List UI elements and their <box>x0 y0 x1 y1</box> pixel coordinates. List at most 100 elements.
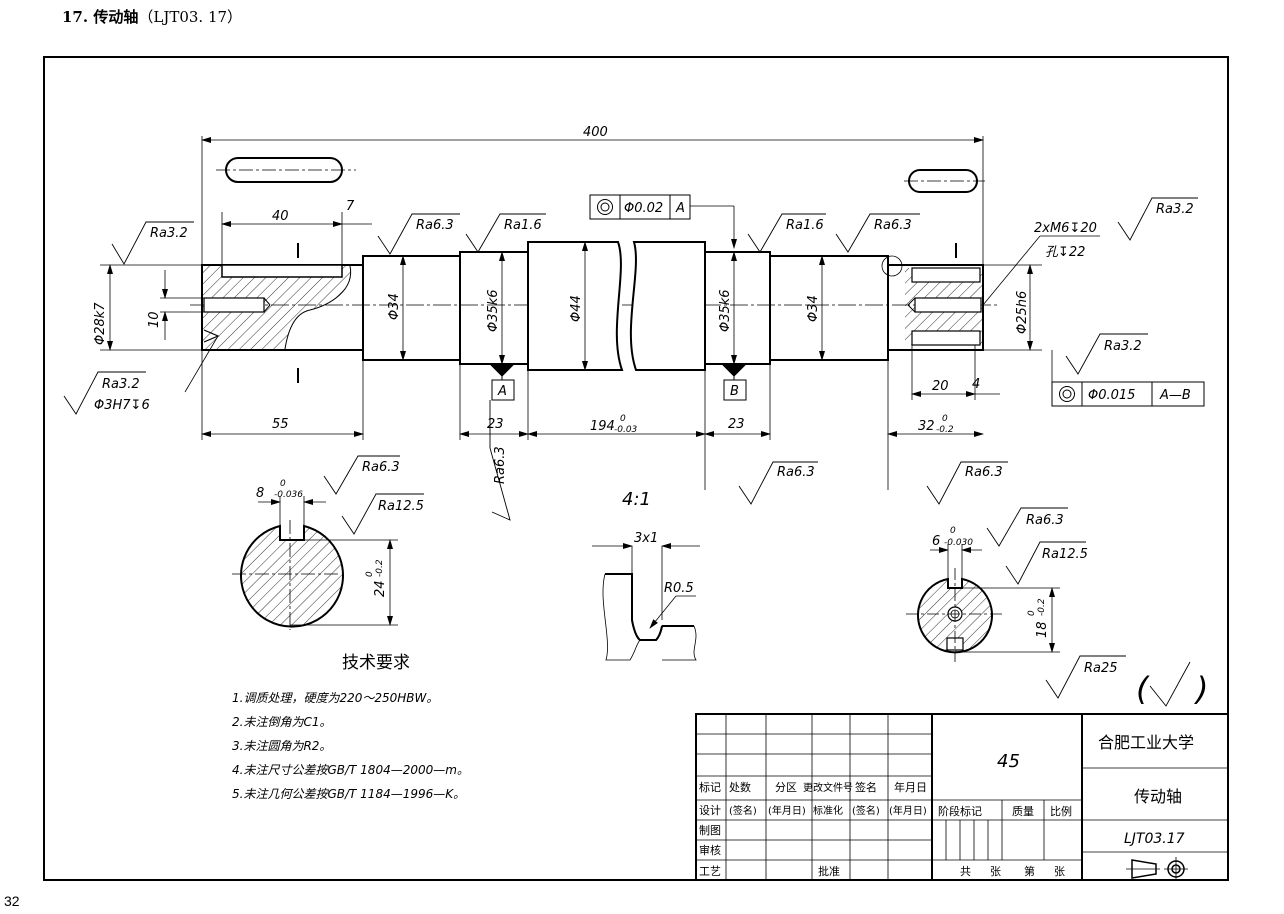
tb-r1-c4: 更改文件号 <box>803 781 853 794</box>
tb-ratio: 比例 <box>1050 804 1072 818</box>
section-hatch-left <box>203 266 351 349</box>
tb-r1-c2: 处数 <box>729 781 751 794</box>
tb-r2-c3: (年月日) <box>768 804 806 817</box>
rough-15: Ra12.5 <box>1042 547 1088 562</box>
tech-item-5: 5.未注几何公差按GB/T 1184—1996—K。 <box>232 787 465 801</box>
detail-groove: 3x1 <box>634 531 658 546</box>
rough-1: Ra3.2 <box>150 226 188 241</box>
tb-r1-c5: 签名 <box>855 780 877 794</box>
tb-r2-c6: (年月日) <box>889 804 927 817</box>
dim-thread2: 孔↧22 <box>1045 245 1085 260</box>
rough-5: Ra6.3 <box>874 218 912 233</box>
header-code: （LJT03. 17） <box>138 8 243 26</box>
keyway-views <box>216 157 985 193</box>
rough-12: Ra6.3 <box>362 460 400 475</box>
header-number: 17. <box>62 8 89 26</box>
sec2-width: 6 <box>932 534 940 549</box>
tb-r2-c2: (签名) <box>729 804 757 817</box>
dim-d34b: Φ34 <box>806 295 821 322</box>
tol2-ref: A—B <box>1159 388 1191 403</box>
dim-key-off: 7 <box>346 199 355 214</box>
rough-3: Ra1.6 <box>504 218 542 233</box>
tb-weight: 质量 <box>1012 805 1034 818</box>
tech-item-1: 1.调质处理，硬度为220～250HBW。 <box>232 691 438 705</box>
dim-23a: 23 <box>487 417 504 432</box>
tech-title: 技术要求 <box>342 653 410 673</box>
tb-part: 传动轴 <box>1134 787 1182 806</box>
rough-10: Ra6.3 <box>777 465 815 480</box>
dimension-lines <box>100 136 1100 490</box>
rough-paren-left: ( <box>1136 670 1150 708</box>
sec2-depth: 18 <box>1035 621 1050 638</box>
tb-r1-c3: 分区 <box>775 781 797 794</box>
dim-32-up: 0 <box>942 414 948 424</box>
detail-view <box>592 543 700 661</box>
sec2-w-lo: -0.030 <box>944 538 973 548</box>
dim-thread1: 2xM6↧20 <box>1034 221 1097 236</box>
dim-55: 55 <box>272 417 289 432</box>
tb-stage: 阶段标记 <box>938 804 982 818</box>
rough-9: Ra6.3 <box>493 446 508 484</box>
projection-symbol-icon <box>1126 857 1188 881</box>
sec1-width: 8 <box>256 486 264 501</box>
dim-4: 4 <box>972 377 980 392</box>
sec1-w-up: 0 <box>280 479 286 489</box>
sec2-w-up: 0 <box>950 526 956 536</box>
tb-r2-c4: 标准化 <box>813 804 843 817</box>
rough-4: Ra1.6 <box>786 218 824 233</box>
dim-194: 194 <box>590 419 615 434</box>
detail-radius: R0.5 <box>664 581 694 596</box>
tol2-value: Φ0.015 <box>1088 388 1135 403</box>
tb-r2-c1: 设计 <box>699 804 721 817</box>
tb-school: 合肥工业大学 <box>1098 733 1194 752</box>
tb-approve: 批准 <box>818 864 840 878</box>
sec2-d-up: 0 <box>1027 610 1037 616</box>
roughness-texts: Ra3.2 Ra6.3 Ra1.6 Ra1.6 Ra6.3 Ra3.2 Ra3.… <box>102 202 1194 676</box>
dim-d44: Φ44 <box>569 295 584 322</box>
shaft-main-view <box>190 241 1000 383</box>
datum-a: A <box>497 384 507 399</box>
sec1-d-lo: -0.2 <box>375 559 385 577</box>
datum-b: B <box>730 384 739 399</box>
dim-d28: Φ28k7 <box>93 302 108 345</box>
dim-194-up: 0 <box>620 414 626 424</box>
header-title: 传动轴 <box>93 8 139 26</box>
tech-item-2: 2.未注倒角为C1。 <box>232 715 331 729</box>
tb-r1-c1: 标记 <box>699 780 721 794</box>
rough-8: Ra3.2 <box>102 377 140 392</box>
sec2-d-lo: -0.2 <box>1037 598 1047 616</box>
tolerance-frames <box>491 194 1205 407</box>
dim-20: 20 <box>932 379 949 394</box>
dim-d3h7: Φ3H7↧6 <box>94 398 150 413</box>
sec1-w-lo: -0.036 <box>274 490 303 500</box>
tb-sheet-u: 张 <box>1054 865 1065 878</box>
tech-items: 1.调质处理，硬度为220～250HBW。 2.未注倒角为C1。 3.未注圆角为… <box>232 691 469 801</box>
title-block <box>695 713 1229 881</box>
tb-code: LJT03.17 <box>1124 831 1185 847</box>
tb-r3: 制图 <box>699 824 721 837</box>
tech-item-4: 4.未注尺寸公差按GB/T 1804—2000—m。 <box>232 763 469 777</box>
rough-paren-right: ) <box>1194 670 1208 708</box>
dim-key-len: 40 <box>272 209 289 224</box>
dim-23b: 23 <box>728 417 745 432</box>
rough-2: Ra6.3 <box>416 218 454 233</box>
tb-sheet-no: 第 <box>1024 864 1035 878</box>
dim-d35a: Φ35k6 <box>486 289 501 332</box>
tb-material: 45 <box>997 751 1020 772</box>
tb-r2-c5: (签名) <box>852 804 880 817</box>
rough-16: Ra25 <box>1084 661 1118 676</box>
tech-item-3: 3.未注圆角为R2。 <box>232 739 331 753</box>
page-header: 17. 传动轴（LJT03. 17） <box>62 6 242 27</box>
dim-total: 400 <box>583 125 608 140</box>
rough-11: Ra6.3 <box>965 465 1003 480</box>
drawing-border <box>43 56 1229 881</box>
tb-total: 共 <box>960 865 971 878</box>
dim-d34a: Φ34 <box>387 293 402 320</box>
dim-32-lo: -0.2 <box>936 425 954 435</box>
section-view-right <box>906 544 1060 662</box>
rough-7: Ra3.2 <box>1104 339 1142 354</box>
tb-sheets: 张 <box>990 865 1001 878</box>
dim-194-lo: -0.03 <box>614 425 638 435</box>
tb-r1-c6: 年月日 <box>894 780 927 794</box>
